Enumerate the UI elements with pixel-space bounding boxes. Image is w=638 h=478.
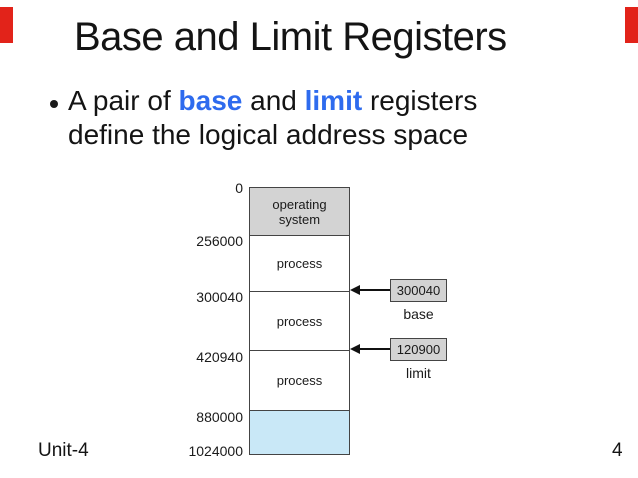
bullet-mid: and (242, 85, 305, 116)
base-arrow-head-icon (350, 285, 360, 295)
addr-label-256000: 256000 (196, 233, 243, 249)
keyword-limit: limit (304, 85, 363, 116)
addr-label-0: 0 (235, 180, 243, 196)
footer-unit-label: Unit-4 (38, 440, 89, 461)
os-label-line1: operating (272, 196, 327, 212)
red-edge-bar-right (625, 7, 638, 43)
base-register-value: 300040 (396, 283, 441, 298)
memory-section-process-1: process (250, 236, 349, 292)
base-arrow-line (359, 289, 390, 291)
addr-label-420940: 420940 (196, 349, 243, 365)
keyword-base: base (178, 85, 243, 116)
red-edge-bar-left (0, 7, 13, 43)
bullet-icon (50, 100, 58, 108)
limit-arrow-line (359, 348, 390, 350)
limit-register-caption: limit (406, 365, 431, 381)
memory-column: operating system process process process (249, 187, 350, 455)
limit-register-value: 120900 (396, 342, 441, 357)
memory-section-process-3: process (250, 351, 349, 411)
slide-title: Base and Limit Registers (74, 15, 507, 59)
base-register-box: 300040 (390, 279, 447, 302)
bullet-text: A pair of base and limit registers defin… (68, 84, 538, 152)
addr-label-880000: 880000 (196, 409, 243, 425)
process-label: process (276, 313, 323, 329)
memory-section-os: operating system (250, 188, 349, 236)
bullet-line2: define the logical address space (68, 119, 469, 150)
memory-section-process-2: process (250, 292, 349, 351)
addr-label-300040: 300040 (196, 289, 243, 305)
os-label-line2: system (278, 211, 321, 227)
memory-section-free (250, 411, 349, 454)
footer-page-number: 4 (612, 440, 623, 461)
addr-label-1024000: 1024000 (188, 443, 243, 459)
process-label: process (276, 373, 323, 388)
base-register-caption: base (403, 306, 434, 322)
process-label: process (276, 256, 323, 271)
bullet-pre: A pair of (68, 85, 179, 116)
limit-arrow-head-icon (350, 344, 360, 354)
bullet-post: registers (362, 85, 478, 116)
limit-register-box: 120900 (390, 338, 447, 361)
